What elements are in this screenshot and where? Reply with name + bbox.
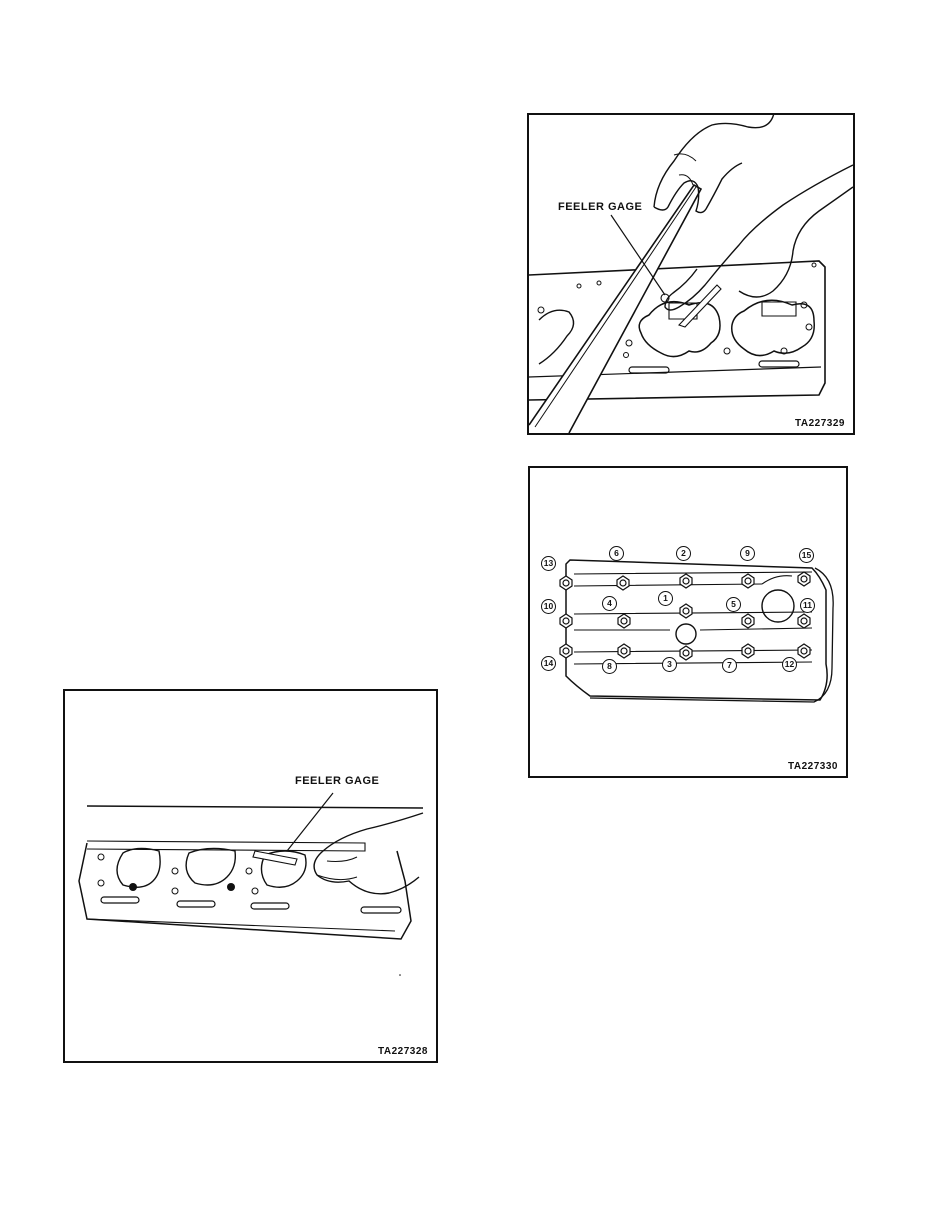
bolt-sequence-14: 14	[541, 656, 556, 671]
bolt-sequence-2: 2	[676, 546, 691, 561]
cylinder-head-top-view	[559, 559, 834, 703]
figure-id: TA227328	[378, 1046, 428, 1057]
bolt-sequence-7: 7	[722, 658, 737, 673]
figure-straightedge-check: FEELER GAGE TA227329	[527, 113, 855, 435]
feeler-gage-label: FEELER GAGE	[295, 775, 380, 787]
cylinder-head-illustration	[529, 115, 853, 433]
bolt-sequence-9: 9	[740, 546, 755, 561]
bolt-sequence-6: 6	[609, 546, 624, 561]
figure-feeler-gage-check: FEELER GAGE TA227328	[63, 689, 438, 1063]
bolt-sequence-3: 3	[662, 657, 677, 672]
bolt-sequence-15: 15	[799, 548, 814, 563]
bolt-sequence-13: 13	[541, 556, 556, 571]
bolt-sequence-11: 11	[800, 598, 815, 613]
bolt-sequence-1: 1	[658, 591, 673, 606]
figure-id: TA227329	[795, 418, 845, 429]
cylinder-head-side-illustration	[78, 792, 424, 976]
bolt-sequence-5: 5	[726, 597, 741, 612]
figure-id: TA227330	[788, 761, 838, 772]
bolt-sequence-8: 8	[602, 659, 617, 674]
figure-bolt-tightening-sequence: 13 6 2 9 15 10 4 1 5 11 14 8 3 7 12 TA22…	[528, 466, 848, 778]
bolt-sequence-10: 10	[541, 599, 556, 614]
feeler-gage-label: FEELER GAGE	[558, 201, 643, 213]
bolt-sequence-12: 12	[782, 657, 797, 672]
bolt-sequence-4: 4	[602, 596, 617, 611]
